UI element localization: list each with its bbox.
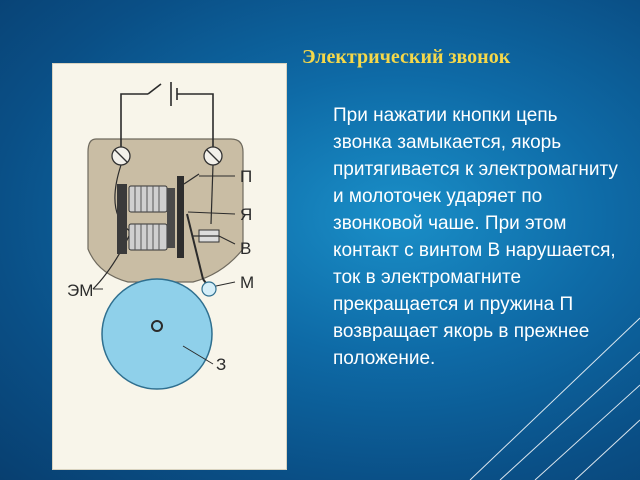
label-hammer: М <box>240 273 254 292</box>
bell-bowl <box>101 278 213 390</box>
hammer-ball <box>201 281 217 297</box>
label-electromagnet: ЭМ <box>67 281 93 300</box>
slide-body-text: При нажатии кнопки цепь звонка замыкаетс… <box>333 105 618 369</box>
label-bell: З <box>216 355 226 374</box>
label-armature: Я <box>240 205 252 224</box>
slide-title: Электрический звонок <box>302 46 511 68</box>
label-screw: В <box>240 239 251 258</box>
label-spring: П <box>240 167 252 186</box>
contact-screw <box>193 229 220 243</box>
bell-diagram: П Я В М ЭМ З <box>52 63 287 470</box>
electromagnet <box>117 184 175 254</box>
